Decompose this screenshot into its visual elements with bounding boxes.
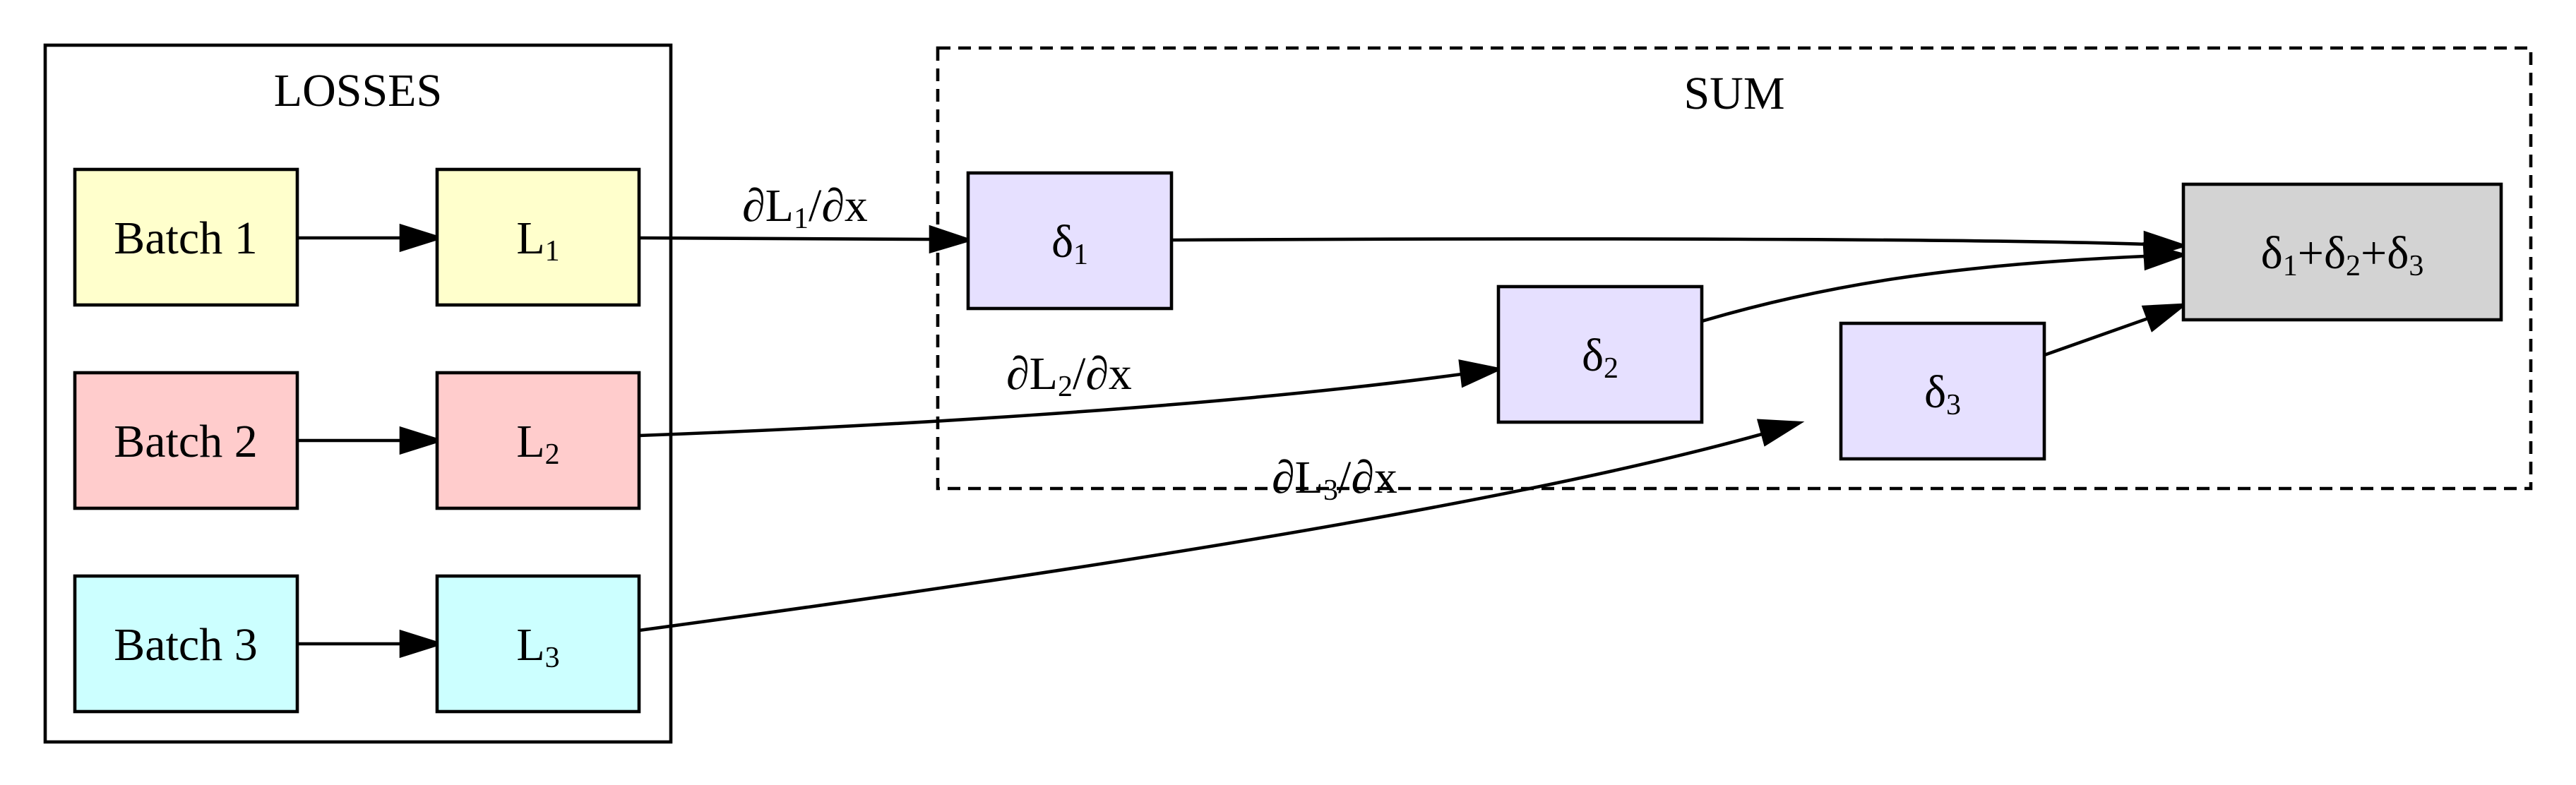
node-delta-3-label: δ3	[1924, 366, 1961, 421]
edge-label-1: ∂L1/∂x	[742, 180, 868, 235]
node-batch-2-box	[73, 371, 299, 510]
node-loss-3-box	[435, 574, 641, 714]
node-batch-2-label: Batch 2	[114, 416, 257, 467]
node-loss-1: L1	[435, 167, 641, 307]
node-batch-1: Batch 1	[73, 167, 299, 307]
node-delta-1: δ1	[966, 171, 1174, 311]
node-batch-1-box	[73, 167, 299, 307]
node-batch-3-box	[73, 574, 299, 714]
edge-label-2: ∂L2/∂x	[1006, 348, 1132, 403]
node-batch-3: Batch 3	[73, 574, 299, 714]
node-delta-2-label: δ2	[1582, 330, 1618, 385]
node-delta-3: δ3	[1839, 321, 2046, 461]
node-total-label: δ1+δ2+δ3	[2261, 227, 2424, 282]
node-loss-2-box	[435, 371, 641, 510]
edge-l3-to-d3	[638, 419, 1805, 633]
losses-cluster-title: LOSSES	[274, 65, 442, 116]
sum-cluster	[936, 46, 2533, 491]
node-loss-3-label: L3	[516, 619, 559, 674]
node-delta-2-box	[1496, 284, 1704, 424]
edge-batch2-to-l2	[297, 426, 445, 455]
edge-batch3-to-l3	[297, 629, 445, 659]
node-delta-2: δ2	[1496, 284, 1704, 424]
node-delta-1-label: δ1	[1051, 216, 1088, 271]
node-loss-2: L2	[435, 371, 641, 510]
node-total-box	[2181, 182, 2503, 322]
losses-cluster	[43, 43, 673, 744]
edge-label-3: ∂L3/∂x	[1272, 452, 1397, 507]
edge-d1-to-total	[1171, 230, 2189, 260]
sum-cluster-title: SUM	[1683, 68, 1784, 119]
node-delta-3-box	[1839, 321, 2046, 461]
edge-l1-to-d1	[638, 224, 974, 254]
node-total: δ1+δ2+δ3	[2181, 182, 2503, 322]
node-loss-1-label: L1	[516, 212, 559, 268]
node-loss-3: L3	[435, 574, 641, 714]
node-loss-1-box	[435, 167, 641, 307]
edge-batch1-to-l1	[297, 223, 445, 253]
node-loss-2-label: L2	[516, 416, 559, 471]
edge-d2-to-total	[1701, 241, 2189, 323]
node-batch-2: Batch 2	[73, 371, 299, 510]
node-batch-1-label: Batch 1	[114, 212, 257, 264]
node-batch-3-label: Batch 3	[114, 619, 257, 671]
node-delta-1-box	[966, 171, 1174, 311]
edge-d3-to-total	[2044, 303, 2189, 357]
edge-l2-to-d2	[638, 359, 1504, 438]
